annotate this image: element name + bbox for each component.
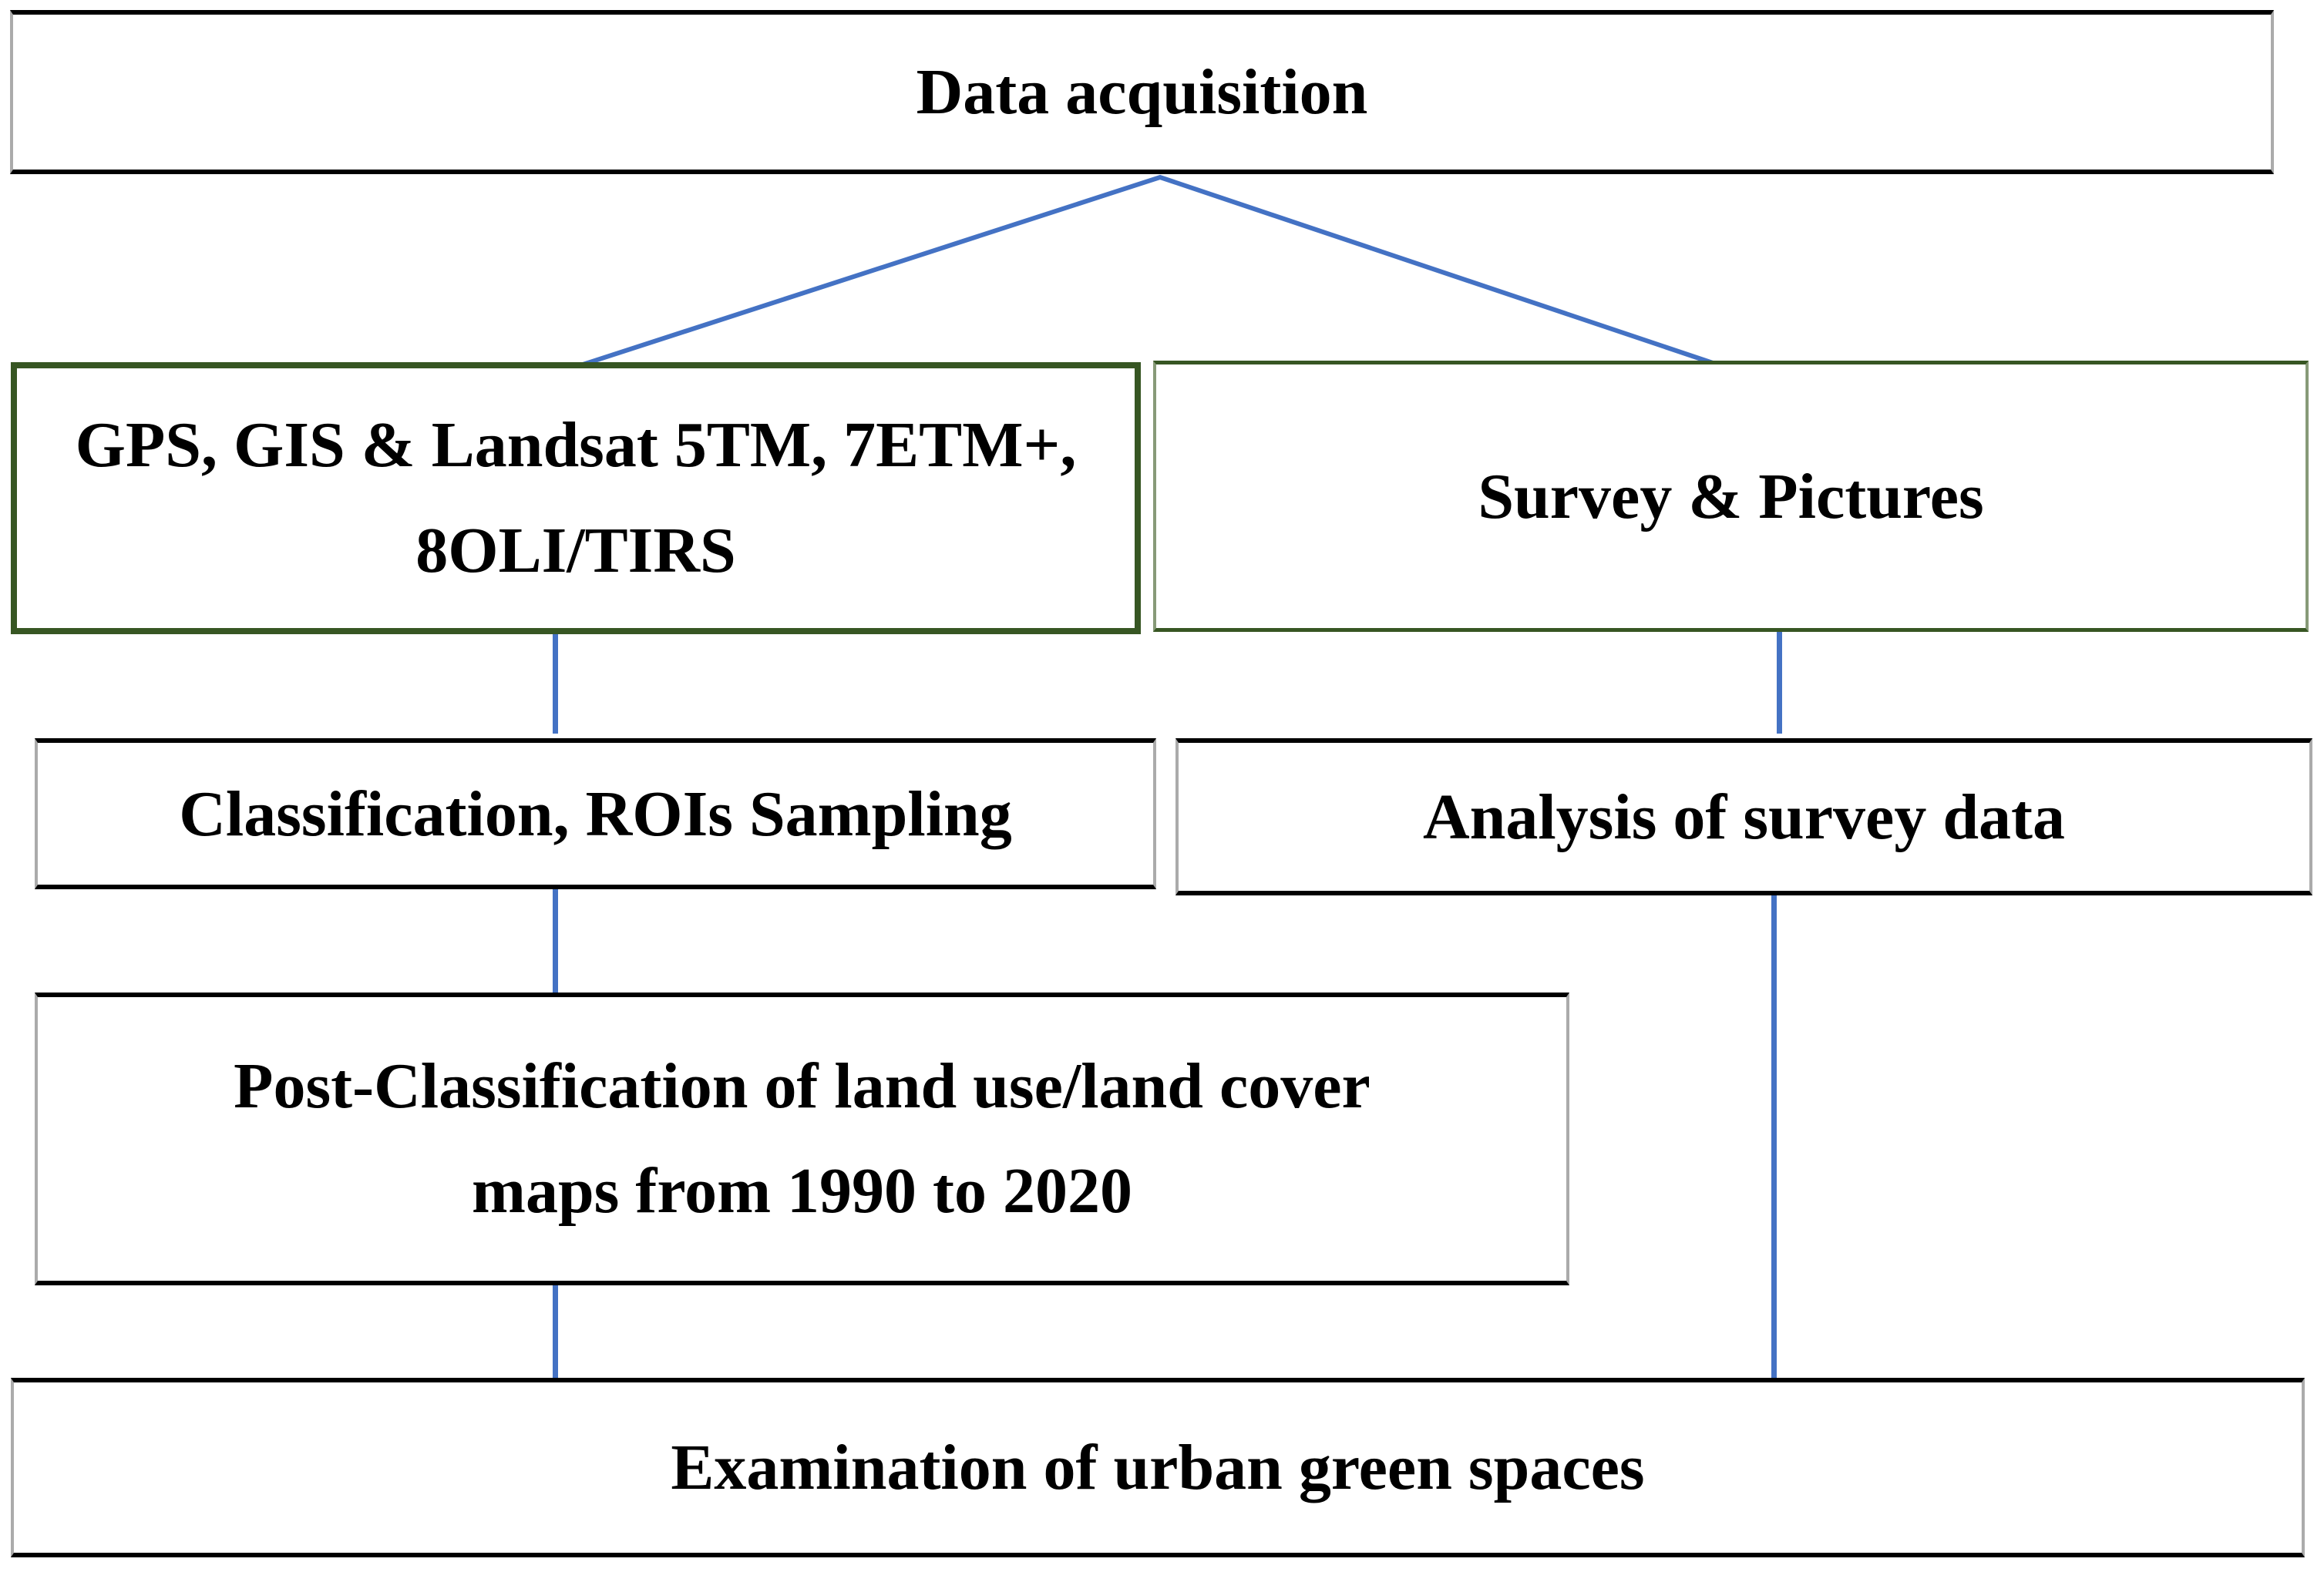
node-gps-gis-landsat-line2: 8OLI/TIRS <box>415 514 736 586</box>
node-post-classification-line1: Post-Classification of land use/land cov… <box>234 1050 1371 1122</box>
node-classification-rois-label: Classification, ROIs Sampling <box>179 778 1012 850</box>
connector-classification-to-postclassification <box>553 888 558 993</box>
node-classification-rois: Classification, ROIs Sampling <box>35 738 1156 889</box>
node-data-acquisition: Data acquisition <box>10 10 2274 174</box>
node-survey-pictures-label: Survey & Pictures <box>1478 460 1984 532</box>
node-data-acquisition-label: Data acquisition <box>916 56 1368 128</box>
node-post-classification-line2: maps from 1990 to 2020 <box>471 1155 1133 1227</box>
connector-gps-to-classification <box>553 633 558 734</box>
node-post-classification: Post-Classification of land use/land cov… <box>35 993 1569 1285</box>
connector-analysis-to-examination <box>1771 895 1777 1389</box>
node-examination: Examination of urban green spaces <box>11 1378 2305 1557</box>
node-gps-gis-landsat-line1: GPS, GIS & Landsat 5TM, 7ETM+, <box>75 409 1077 482</box>
node-examination-label: Examination of urban green spaces <box>671 1432 1645 1503</box>
node-gps-gis-landsat: GPS, GIS & Landsat 5TM, 7ETM+, 8OLI/TIRS <box>11 362 1141 634</box>
connector-postclassification-to-examination <box>553 1285 558 1378</box>
node-analysis-survey: Analysis of survey data <box>1175 738 2312 895</box>
connector-survey-to-analysis <box>1777 632 1782 734</box>
node-analysis-survey-label: Analysis of survey data <box>1422 781 2066 853</box>
inverted-v-connector <box>575 174 1718 369</box>
node-survey-pictures: Survey & Pictures <box>1153 361 2309 632</box>
